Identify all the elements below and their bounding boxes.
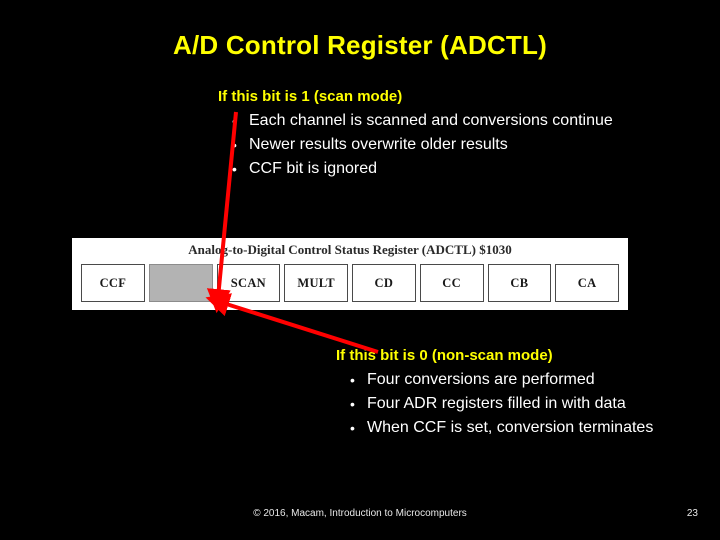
list-item-label: CCF bit is ignored (249, 160, 378, 177)
footer-credit: © 2016, Macam, Introduction to Microcomp… (253, 508, 467, 519)
bullet-icon: • (350, 372, 355, 388)
register-figure-caption: Analog-to-Digital Control Status Registe… (188, 242, 512, 257)
register-cell-ccf: CCF (81, 264, 145, 302)
register-cell-cd: CD (352, 264, 416, 302)
bullet-icon: • (350, 396, 355, 412)
list-item: • Each channel is scanned and conversion… (218, 109, 678, 133)
non-scan-mode-text-block: If this bit is 0 (non-scan mode) • Four … (336, 346, 716, 440)
register-cell-scan: SCAN (216, 264, 281, 302)
list-item-label: Four conversions are performed (367, 371, 595, 388)
scan-mode-lead: If this bit is 1 (scan mode) (218, 88, 403, 105)
footer-page-number: 23 (686, 508, 698, 519)
list-item-label: Each channel is scanned and conversions … (249, 112, 613, 129)
page-title: A/D Control Register (ADCTL) (173, 30, 547, 60)
list-item-label: Four ADR registers filled in with data (367, 395, 626, 412)
register-cell-cb: CB (487, 264, 552, 302)
bullet-icon: • (232, 137, 237, 153)
scan-mode-bullet-list: • Each channel is scanned and conversion… (218, 109, 678, 181)
register-bit-cells: CCF SCAN MULT CD CC CB CA (81, 264, 619, 302)
list-item: • CCF bit is ignored (218, 157, 678, 181)
adctl-register-figure: Analog-to-Digital Control Status Registe… (72, 238, 628, 310)
list-item-label: Newer results overwrite older results (249, 136, 508, 153)
list-item: • Four ADR registers filled in with data (336, 392, 716, 416)
list-item: • Four conversions are performed (336, 368, 716, 392)
register-cell-mult: MULT (284, 264, 348, 302)
scan-mode-text-block: If this bit is 1 (scan mode) • Each chan… (218, 87, 678, 181)
list-item-label: When CCF is set, conversion terminates (367, 419, 654, 436)
list-item: • Newer results overwrite older results (218, 133, 678, 157)
register-cell-ca: CA (555, 264, 619, 302)
register-cell-reserved (148, 264, 213, 302)
register-cell-cc: CC (419, 264, 484, 302)
list-item: • When CCF is set, conversion terminates (336, 416, 716, 440)
bullet-icon: • (232, 113, 237, 129)
bullet-icon: • (232, 161, 237, 177)
non-scan-mode-lead: If this bit is 0 (non-scan mode) (336, 347, 553, 364)
non-scan-mode-bullet-list: • Four conversions are performed • Four … (336, 368, 716, 440)
bullet-icon: • (350, 420, 355, 436)
